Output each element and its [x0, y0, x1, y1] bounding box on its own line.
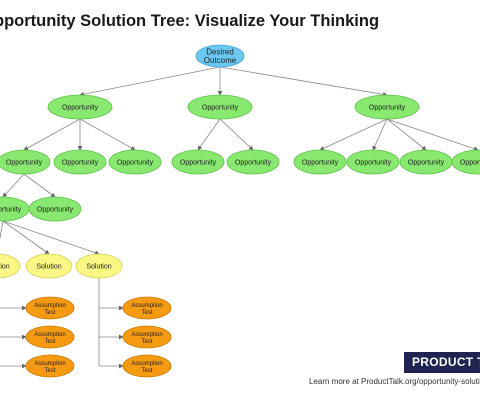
outcome-node-shape — [195, 44, 245, 68]
assumption-node-6-label-line2: Test — [141, 368, 152, 374]
opportunity-node-2-shape — [187, 94, 253, 120]
assumption-node-4-label-line1: Assumption — [131, 303, 162, 309]
edge-8 — [219, 118, 254, 151]
assumption-node-2-shape — [25, 325, 75, 349]
opportunity-node-2-2-shape — [226, 149, 280, 175]
assumption-node-1-shape — [25, 296, 75, 320]
edge-1 — [79, 66, 221, 97]
opportunity-node-2-label: Opportunity — [202, 105, 239, 112]
assumption-node-3-shape — [25, 354, 75, 378]
opportunity-node-3-shape — [354, 94, 420, 120]
opportunity-node-1-label: Opportunity — [62, 105, 99, 112]
assumption-node-3-label-line1: Assumption — [34, 361, 65, 367]
assumption-node-5-shape — [122, 325, 172, 349]
outcome-node-label-line1: Desired — [206, 48, 234, 57]
solution-node-3: Solution — [75, 253, 123, 279]
assumption-node-5-label-line2: Test — [141, 339, 152, 345]
opportunity-node-1-2-label: Opportunity — [62, 160, 99, 167]
opportunity-node-3-label: Opportunity — [369, 105, 406, 112]
page-title: pportunity Solution Tree: Visualize Your… — [0, 12, 380, 30]
edge-10 — [372, 118, 388, 151]
opportunity-node-3-1: Opportunity — [293, 149, 347, 175]
assumption-node-1-label-line1: Assumption — [34, 303, 65, 309]
opportunity-node-2: Opportunity — [187, 94, 253, 120]
opportunity-node-3-2: Opportunity — [346, 149, 400, 175]
edge-6 — [79, 118, 136, 151]
edge-12 — [386, 118, 479, 151]
assumption-node-6-label-line1: Assumption — [131, 361, 162, 367]
learn-more-text: Learn more at ProductTalk.org/opportunit… — [309, 377, 480, 386]
opportunity-node-3-1-label: Opportunity — [302, 160, 339, 167]
edge-16 — [2, 220, 50, 255]
assumption-node-5-label-line1: Assumption — [131, 332, 162, 338]
assumption-node-6-shape — [122, 354, 172, 378]
solution-node-1: Solution — [0, 253, 21, 279]
solution-node-1-shape — [0, 253, 21, 279]
opportunity-node-1-2-shape — [53, 149, 107, 175]
opportunity-node-3-4-shape — [451, 149, 480, 175]
opportunity-node-1: Opportunity — [47, 94, 113, 120]
opportunity-node-1-1-1: Opportunity — [0, 196, 30, 222]
opportunity-node-1-1-2-label: Opportunity — [37, 207, 74, 214]
product-talk-badge: PRODUCT TA — [404, 352, 480, 373]
edge-14 — [23, 173, 56, 198]
opportunity-node-2-1-label: Opportunity — [180, 160, 217, 167]
opportunity-node-1-1-2: Opportunity — [28, 196, 82, 222]
assumption-node-2-label-line2: Test — [44, 339, 55, 345]
opportunity-node-3-2-label: Opportunity — [355, 160, 392, 167]
opportunity-node-1-3-shape — [108, 149, 162, 175]
opportunity-node-2-1: Opportunity — [171, 149, 225, 175]
assumption-node-2-label-line1: Assumption — [34, 332, 65, 338]
solution-node-2: Solution — [25, 253, 73, 279]
solution-node-3-shape — [75, 253, 123, 279]
assumption-node-4-shape — [122, 296, 172, 320]
edge-3 — [219, 66, 388, 97]
opportunity-node-3-2-shape — [346, 149, 400, 175]
outcome-node-label-line2: Outcome — [204, 56, 237, 65]
opportunity-node-3-3-label: Opportunity — [408, 160, 445, 167]
solution-node-1-label: Solution — [0, 264, 10, 271]
opportunity-node-1-1-2-shape — [28, 196, 82, 222]
opportunity-node-2-2-label: Opportunity — [235, 160, 272, 167]
opportunity-node-3-3: Opportunity — [399, 149, 453, 175]
opportunity-node-1-1-label: Opportunity — [6, 160, 43, 167]
edge-9 — [319, 118, 388, 151]
opportunity-node-1-1: Opportunity — [0, 149, 51, 175]
edge-15 — [0, 220, 4, 255]
opportunity-node-1-3: Opportunity — [108, 149, 162, 175]
opportunity-node-3-1-shape — [293, 149, 347, 175]
opportunity-node-1-1-shape — [0, 149, 51, 175]
opportunity-node-1-2: Opportunity — [53, 149, 107, 175]
opportunity-node-3-4: Opportunity — [451, 149, 480, 175]
edge-11 — [386, 118, 427, 151]
opportunity-node-3: Opportunity — [354, 94, 420, 120]
edge-4 — [23, 118, 81, 151]
edge-7 — [197, 118, 221, 151]
opportunity-node-2-2: Opportunity — [226, 149, 280, 175]
edge-13 — [2, 173, 25, 198]
opportunity-node-3-4-label: Opportunity — [460, 160, 480, 167]
solution-node-2-label: Solution — [36, 264, 61, 271]
opportunity-node-2-1-shape — [171, 149, 225, 175]
assumption-node-4-label-line2: Test — [141, 310, 152, 316]
opportunity-node-1-3-label: Opportunity — [117, 160, 154, 167]
solution-node-3-label: Solution — [86, 264, 111, 271]
edge-17 — [2, 220, 100, 255]
solution-node-2-shape — [25, 253, 73, 279]
assumption-node-1-label-line2: Test — [44, 310, 55, 316]
opportunity-node-1-1-1-label: Opportunity — [0, 207, 22, 214]
opportunity-node-1-shape — [47, 94, 113, 120]
assumption-node-3-label-line2: Test — [44, 368, 55, 374]
